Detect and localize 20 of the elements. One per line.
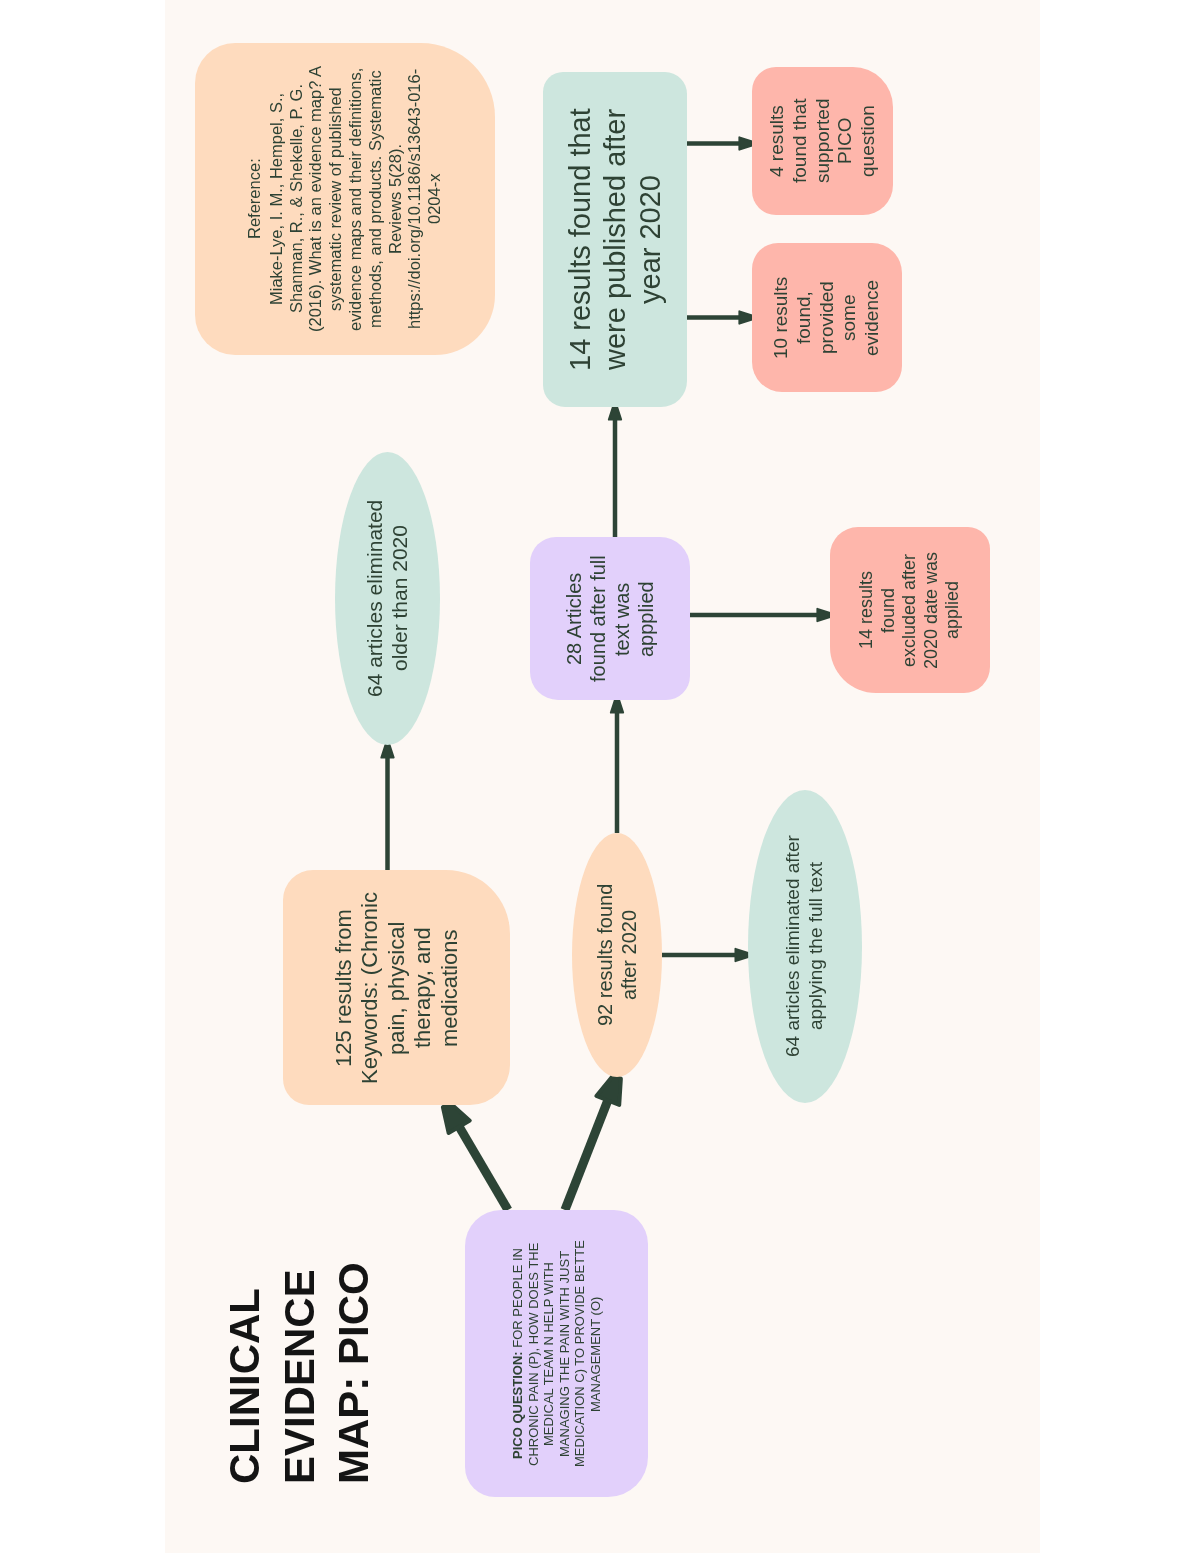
outcome-box: [752, 243, 902, 392]
node-text: 4 results found that supported PICO question: [765, 97, 879, 186]
node-text: 14 results found that were published after year 2020: [562, 107, 667, 373]
node-text: 64 articles eliminated older than 2020: [362, 498, 413, 700]
excluded-box: [830, 527, 990, 693]
question-card: [465, 1210, 648, 1497]
node-text: 10 results found, provided some evidence: [770, 275, 884, 361]
node-text: 14 results found excluded after 2020 date was applied: [856, 550, 964, 671]
outcome-box: [752, 67, 893, 215]
node-text: 64 articles eliminated after applying the full text: [782, 834, 827, 1060]
reference-citation: Miake-Lye, I. M., Hempel, S., Shanman, R., & Shekelle, P. G. (2016). What is an evidence map? A systematic review of published evidence maps and their definitions, methods, and products. Systematic Reviews 5(28). https://doi.org/10.1186/s13643-016-0204-x: [266, 65, 445, 334]
diagram-title: CLINICAL EVIDENCE MAP: PICO: [220, 1261, 379, 1484]
reference-card: [195, 43, 495, 355]
result-box: [543, 72, 687, 407]
node-text: 28 Articles found after full text was appplied: [562, 554, 658, 684]
result-box: [283, 870, 510, 1105]
node-text: 92 results found after 2020: [593, 882, 641, 1029]
result-box: [530, 537, 690, 700]
reference-heading: Reference:: [245, 158, 264, 240]
node-text: 125 results from Keywords: (Chronic pain, physical therapy, and medications: [330, 890, 463, 1086]
